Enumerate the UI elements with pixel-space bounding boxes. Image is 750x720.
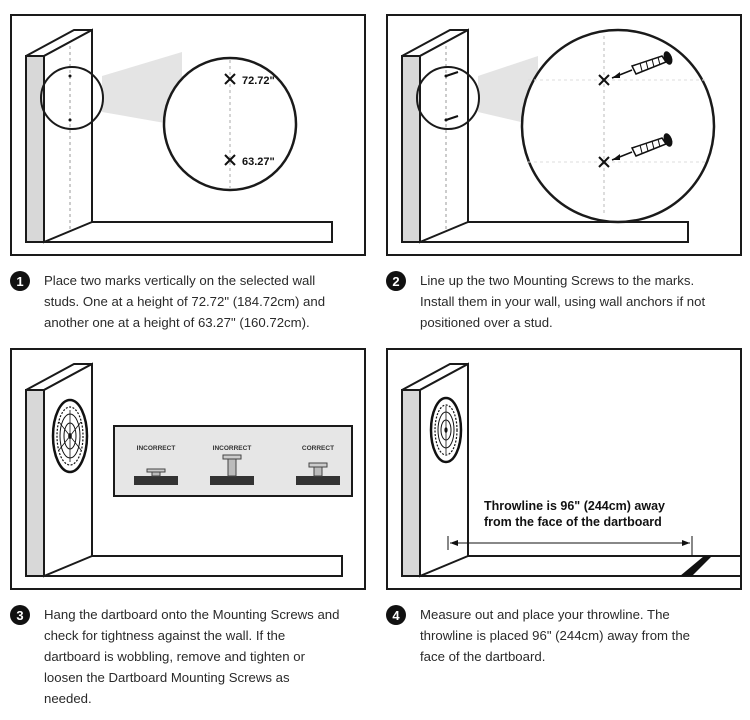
step-3-illustration: INCORRECT INCORRECT CORRECT: [10, 348, 366, 590]
detail-circle-large: [520, 28, 716, 224]
wall-side: [401, 55, 421, 243]
step-3-text: Hang the dartboard onto the Mounting Scr…: [44, 607, 340, 706]
step-2: 2 Line up the two Mounting Screws to the…: [386, 270, 716, 333]
inset-label-incorrect-2: INCORRECT: [213, 445, 252, 452]
wall-side: [25, 389, 45, 577]
mounting-screw-icon: [611, 51, 673, 79]
mark-dot: [68, 118, 72, 122]
step-3: 3 Hang the dartboard onto the Mounting S…: [10, 604, 340, 709]
wall-mark-diagram: 72.72" 63.27": [25, 28, 333, 244]
mark-bottom-label: 63.27": [242, 156, 275, 168]
throwline-diagram: Throwline is 96" (244cm) away from the f…: [401, 362, 740, 578]
step-4: 4 Measure out and place your throwline. …: [386, 604, 716, 667]
screw-too-far-icon: [222, 454, 242, 477]
step-2-illustration: [386, 14, 742, 256]
dartboard-icon: [429, 396, 463, 464]
mark-top-label: 72.72": [242, 75, 275, 87]
floor: [416, 221, 689, 243]
detail-circle-small: [40, 66, 104, 130]
screw-too-deep-icon: [146, 468, 166, 477]
mark-x-icon: [598, 156, 610, 168]
mark-x-icon: [224, 73, 236, 85]
detail-circle-large: [162, 56, 298, 192]
hang-dartboard-diagram: INCORRECT INCORRECT CORRECT: [25, 362, 353, 578]
mark-x-icon: [598, 74, 610, 86]
step-1-illustration: 72.72" 63.27": [10, 14, 366, 256]
arrow-left-icon: [450, 540, 458, 546]
step-2-text: Line up the two Mounting Screws to the m…: [420, 273, 706, 330]
step-1: 1 Place two marks vertically on the sele…: [10, 270, 340, 333]
zoom-beam: [102, 52, 182, 126]
detail-circle-small: [416, 66, 480, 130]
step-number-badge: 4: [386, 605, 406, 625]
throwline-label-line2: from the face of the dartboard: [484, 515, 662, 529]
mark-dot: [68, 74, 72, 78]
step-number-badge: 1: [10, 271, 30, 291]
mark-x-icon: [224, 154, 236, 166]
step-number-badge: 2: [386, 271, 406, 291]
wall-block: [296, 476, 340, 485]
mounting-screws-diagram: [401, 28, 716, 244]
mounting-screw-icon: [611, 133, 673, 161]
floor: [40, 221, 333, 243]
screw-icon: [444, 71, 459, 78]
step-4-text: Measure out and place your throwline. Th…: [420, 607, 691, 664]
wall-block: [210, 476, 254, 485]
floor: [40, 555, 343, 577]
step-number-badge: 3: [10, 605, 30, 625]
wall-face: [419, 28, 469, 244]
screw-icon: [444, 115, 459, 122]
screw-correct-icon: [308, 462, 328, 477]
throwline-label-line1: Throwline is 96" (244cm) away: [484, 499, 665, 513]
wall-side: [401, 389, 421, 577]
dartboard-icon: [51, 398, 89, 474]
step-4-illustration: Throwline is 96" (244cm) away from the f…: [386, 348, 742, 590]
step-1-text: Place two marks vertically on the select…: [44, 273, 326, 330]
arrow-right-icon: [682, 540, 690, 546]
inset-label-correct: CORRECT: [302, 445, 334, 452]
inset-label-incorrect-1: INCORRECT: [137, 445, 176, 452]
wall-face: [419, 362, 469, 578]
throwline-marker: [680, 556, 712, 576]
wall-side: [25, 55, 45, 243]
wall-block: [134, 476, 178, 485]
wall-face: [43, 28, 93, 244]
